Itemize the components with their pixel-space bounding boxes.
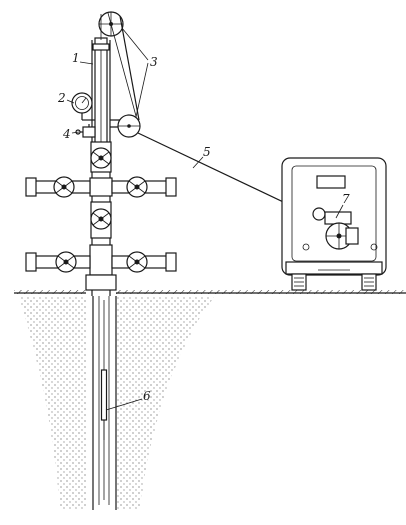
lower-cross	[25, 244, 177, 291]
callout-7: 7	[342, 192, 350, 206]
downhole-gauge	[100, 369, 108, 421]
callout-4: 4	[62, 127, 71, 141]
lower-sheave	[110, 114, 141, 138]
needle-valve	[75, 124, 96, 138]
soil-right	[116, 296, 215, 510]
callout-3: 3	[150, 55, 158, 69]
pressure-gauge	[71, 92, 95, 121]
master-valve-lower	[90, 201, 112, 239]
soil-left	[18, 296, 86, 510]
ground	[14, 290, 406, 510]
callout-6: 6	[143, 389, 151, 403]
callout-5: 5	[203, 145, 211, 159]
upper-cross	[25, 176, 177, 198]
master-valve-upper	[90, 141, 112, 173]
leader-lines	[66, 27, 344, 411]
callout-2: 2	[57, 91, 66, 105]
callout-labels: 1 2 3 4 5 6 7	[57, 51, 350, 403]
logging-truck	[281, 157, 387, 291]
callout-1: 1	[72, 51, 80, 65]
